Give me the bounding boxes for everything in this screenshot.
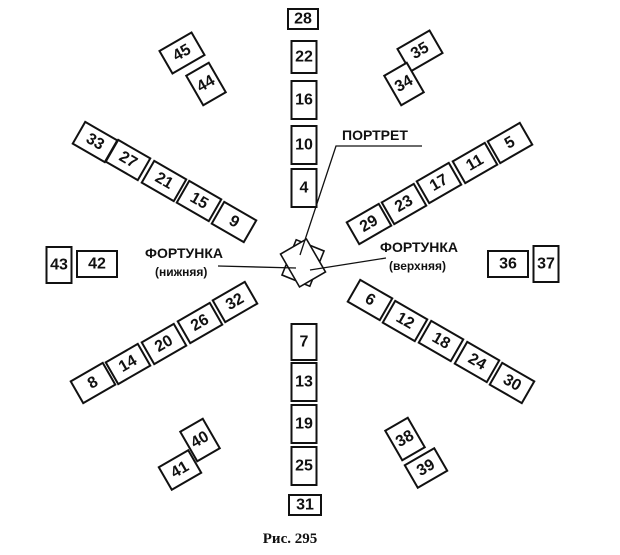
card-25: 25 [290,446,318,486]
card-20: 20 [140,322,188,366]
card-number: 43 [50,257,68,274]
figure-caption: Рис. 295 [262,531,318,547]
card-42: 42 [76,250,118,278]
card-39: 39 [403,446,449,490]
portrait-label: ПОРТРЕТ [342,127,408,143]
card-22: 22 [290,40,318,74]
card-number: 12 [393,309,417,333]
fortune-upper-label: ФОРТУНКА [380,239,458,255]
card-layout: 28 22 16 10 4 7 13 19 25 31 33 27 21 159 29 23 17 115 32 26… [45,8,560,516]
card-number: 33 [83,130,107,154]
card-number: 4 [300,180,309,197]
card-number: 37 [537,256,555,273]
card-number: 31 [296,497,314,514]
card-19: 19 [290,404,318,444]
card-number: 30 [500,371,524,395]
card-number: 27 [116,148,140,172]
card-37: 37 [532,245,560,283]
fortune-lower-sublabel: (нижняя) [155,265,207,279]
card-number: 40 [188,428,212,452]
card-number: 32 [223,290,247,314]
card-number: 25 [295,458,313,475]
card-14: 14 [104,342,152,386]
card-15: 15 [175,179,223,223]
card-number: 45 [170,41,194,65]
card-9: 9 [210,200,258,244]
card-40: 40 [178,417,222,463]
card-number: 36 [499,256,517,273]
card-11: 11 [451,141,499,185]
card-number: 34 [392,72,416,96]
annotation-leaders [217,145,422,271]
card-5: 5 [486,121,534,165]
card-13: 13 [290,362,318,402]
card-number: 16 [295,92,313,109]
card-31: 31 [288,494,322,516]
card-34: 34 [382,61,426,107]
card-number: 44 [194,72,218,96]
card-number: 29 [357,212,381,236]
card-number: 28 [294,11,312,28]
card-18: 18 [417,319,465,363]
card-number: 7 [300,334,309,351]
card-number: 38 [393,427,417,451]
card-38: 38 [383,416,427,462]
card-29: 29 [345,202,393,246]
card-number: 10 [295,137,313,154]
card-number: 11 [463,151,486,174]
card-28: 28 [287,8,319,30]
fortune-lower-label: ФОРТУНКА [145,245,223,261]
card-45: 45 [158,31,206,75]
card-6: 6 [346,278,394,322]
fortune-upper-sublabel: (верхняя) [389,259,446,273]
card-number: 26 [188,311,212,335]
card-number: 14 [116,352,140,376]
card-10: 10 [290,125,318,165]
card-35: 35 [396,29,444,73]
card-7: 7 [290,323,318,361]
card-number: 15 [187,189,211,213]
card-number: 24 [465,350,489,374]
card-44: 44 [184,61,228,107]
card-number: 17 [427,171,451,195]
card-number: 22 [295,49,313,66]
card-number: 41 [168,458,192,482]
card-number: 42 [88,256,106,273]
card-number: 23 [392,192,416,216]
card-12: 12 [381,299,429,343]
card-17: 17 [415,161,463,205]
card-23: 23 [380,182,428,226]
card-32: 32 [211,280,259,324]
card-number: 19 [295,416,313,433]
card-24: 24 [453,340,501,384]
card-number: 39 [414,456,438,480]
card-30: 30 [488,361,536,405]
card-27: 27 [104,138,152,182]
card-41: 41 [157,448,203,492]
card-8: 8 [69,361,117,405]
card-16: 16 [290,80,318,120]
card-26: 26 [176,301,224,345]
card-number: 13 [295,374,313,391]
card-36: 36 [487,250,529,278]
card-number: 18 [429,329,453,353]
card-4: 4 [290,168,318,208]
card-number: 21 [152,169,176,193]
card-number: 35 [408,39,432,63]
card-21: 21 [140,159,188,203]
card-number: 20 [152,332,176,356]
card-43: 43 [45,246,73,284]
center-card-stack [279,237,327,289]
